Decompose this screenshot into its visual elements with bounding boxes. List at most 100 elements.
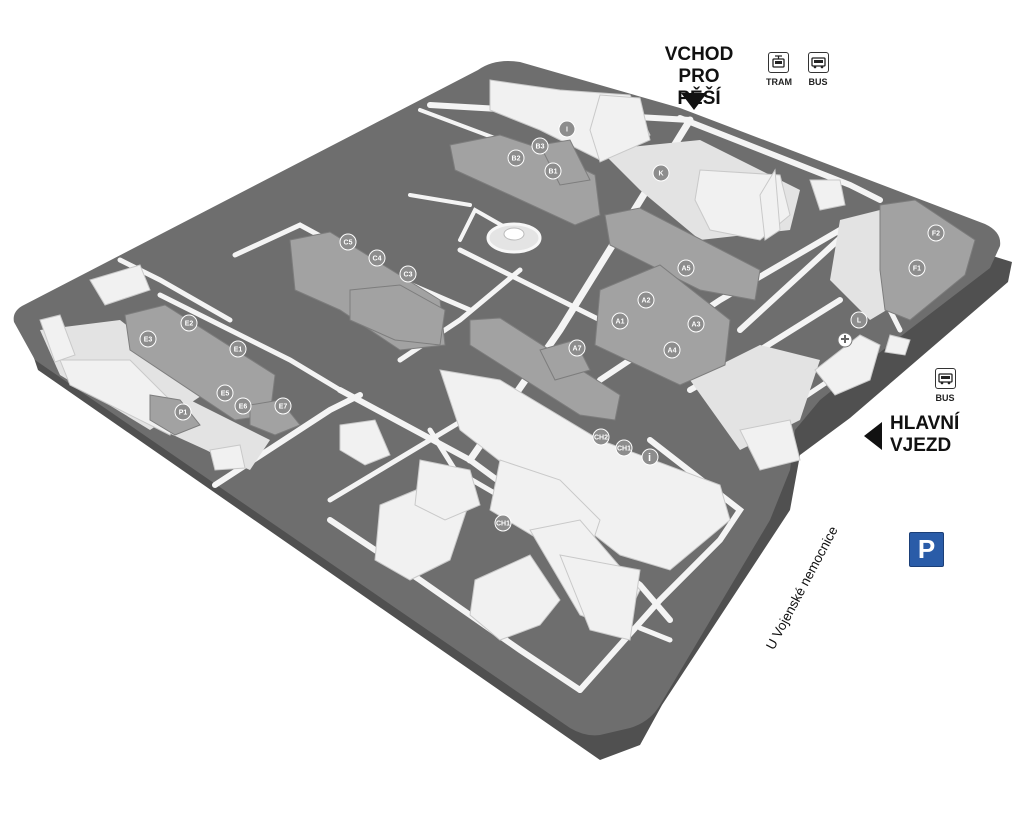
marker-dot [339, 233, 357, 251]
bus-icon [811, 57, 826, 69]
building-marker-ch2[interactable]: CH2 [592, 428, 610, 446]
building-marker-e1[interactable]: E1 [229, 340, 247, 358]
building-marker-e7[interactable]: E7 [274, 397, 292, 415]
main-entrance-line2: VJEZD [890, 435, 952, 456]
marker-label: E2 [185, 321, 194, 328]
pedestrian-entrance-line1: VCHOD [664, 44, 734, 65]
building-marker-c4[interactable]: C4 [368, 249, 386, 267]
bus-label-top: BUS [808, 77, 828, 87]
bus-label-right: BUS [935, 393, 955, 403]
marker-dot [687, 315, 705, 333]
marker-dot [234, 397, 252, 415]
marker-dot [592, 428, 610, 446]
marker-dot [180, 314, 198, 332]
building-marker-c5[interactable]: C5 [339, 233, 357, 251]
marker-label: P1 [179, 410, 188, 417]
bus-sign-right [935, 368, 956, 389]
marker-label: B3 [536, 144, 545, 151]
marker-label: E5 [221, 391, 230, 398]
marker-label: C5 [344, 240, 353, 247]
building-marker-a7[interactable]: A7 [568, 339, 586, 357]
marker-dot [850, 311, 868, 329]
marker-dot [677, 259, 695, 277]
marker-dot [494, 514, 512, 532]
marker-label: C3 [404, 272, 413, 279]
marker-dot [139, 330, 157, 348]
building-marker-p1[interactable]: P1 [174, 403, 192, 421]
marker-label: A3 [692, 322, 701, 329]
marker-label: CH2 [594, 435, 608, 442]
marker-label: F1 [913, 266, 921, 273]
info-icon: i [648, 452, 651, 464]
marker-label: A1 [616, 319, 625, 326]
marker-dot [507, 149, 525, 167]
building-marker-i[interactable]: I [558, 120, 576, 138]
marker-label: I [566, 127, 568, 134]
building-marker-a1[interactable]: A1 [611, 312, 629, 330]
building-marker-b1[interactable]: B1 [544, 162, 562, 180]
marker-dot [615, 439, 633, 457]
info-marker[interactable]: i [641, 448, 659, 466]
building-marker-e5[interactable]: E5 [216, 384, 234, 402]
marker-dot [568, 339, 586, 357]
main-entrance-label: HLAVNÍ VJEZD [890, 413, 959, 457]
building-marker-ch1[interactable]: CH1 [615, 439, 633, 457]
marker-label: A4 [668, 348, 677, 355]
marker-dot [637, 291, 655, 309]
main-entrance-line1: HLAVNÍ [890, 413, 960, 434]
marker-dot [663, 341, 681, 359]
marker-label: A5 [682, 266, 691, 273]
building-marker-a4[interactable]: A4 [663, 341, 681, 359]
marker-dot [908, 259, 926, 277]
marker-label: B2 [512, 156, 521, 163]
building-marker-a5[interactable]: A5 [677, 259, 695, 277]
marker-label: C4 [373, 256, 382, 263]
building-marker-a3[interactable]: A3 [687, 315, 705, 333]
marker-label: CH1 [617, 446, 631, 453]
building-marker-c3[interactable]: C3 [399, 265, 417, 283]
marker-label: K [658, 171, 663, 178]
building-marker-e6[interactable]: E6 [234, 397, 252, 415]
marker-dot [927, 224, 945, 242]
marker-label: F2 [932, 231, 940, 238]
building-marker-f1[interactable]: F1 [908, 259, 926, 277]
marker-dot [174, 403, 192, 421]
bus-icon [938, 373, 953, 385]
first-aid-marker[interactable] [837, 332, 853, 348]
marker-dot [531, 137, 549, 155]
building-marker-e2[interactable]: E2 [180, 314, 198, 332]
parking-sign[interactable]: P [909, 532, 944, 567]
building-marker-e3[interactable]: E3 [139, 330, 157, 348]
marker-label: E6 [239, 404, 248, 411]
building-marker-b2[interactable]: B2 [507, 149, 525, 167]
fountain [503, 227, 525, 241]
marker-dot [229, 340, 247, 358]
marker-dot [399, 265, 417, 283]
marker-dot [544, 162, 562, 180]
main-entrance-arrow-icon [864, 422, 882, 450]
building-marker-ch1[interactable]: CH1 [494, 514, 512, 532]
marker-label: E7 [279, 404, 288, 411]
marker-dot [216, 384, 234, 402]
marker-label: L [857, 318, 862, 325]
buildings-light [39, 79, 911, 641]
marker-dot [274, 397, 292, 415]
marker-label: CH1 [496, 521, 510, 528]
building-marker-l[interactable]: L [850, 311, 868, 329]
tram-label: TRAM [766, 77, 792, 87]
marker-dot [611, 312, 629, 330]
first-aid-icon [841, 335, 849, 343]
building-marker-b3[interactable]: B3 [531, 137, 549, 155]
tram-icon [772, 55, 785, 68]
building-marker-k[interactable]: K [652, 164, 670, 182]
marker-label: A2 [642, 298, 651, 305]
building-marker-f2[interactable]: F2 [927, 224, 945, 242]
marker-dot [368, 249, 386, 267]
bus-sign-top [808, 52, 829, 73]
pedestrian-entrance-arrow-icon [681, 93, 707, 110]
marker-dot [652, 164, 670, 182]
buildings-dark [124, 134, 976, 436]
building-marker-a2[interactable]: A2 [637, 291, 655, 309]
marker-label: E1 [234, 347, 243, 354]
